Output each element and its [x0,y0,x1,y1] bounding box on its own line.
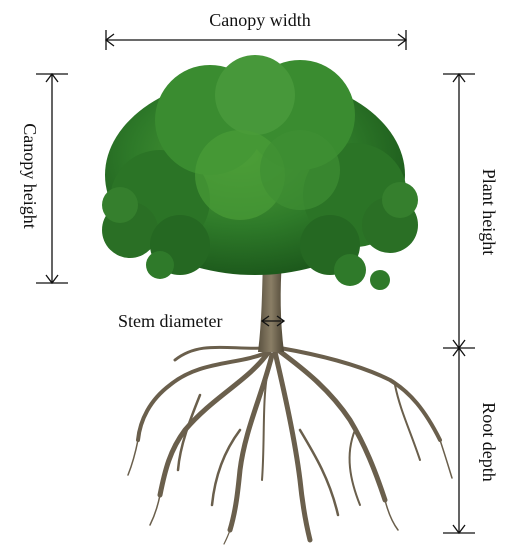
plant-height-label: Plant height [479,169,499,256]
canopy-height-label: Canopy height [20,123,40,229]
canopy [102,55,418,290]
stem-diameter-label: Stem diameter [118,311,222,331]
canopy-width-dimension: Canopy width [106,10,406,50]
root-depth-dimension: Root depth [443,348,499,533]
canopy-width-label: Canopy width [209,10,311,30]
roots [128,347,452,544]
root-depth-label: Root depth [479,402,499,482]
stem-diameter-dimension: Stem diameter [118,311,284,331]
plant-height-dimension: Plant height [443,74,499,348]
canopy-height-dimension: Canopy height [20,74,68,283]
